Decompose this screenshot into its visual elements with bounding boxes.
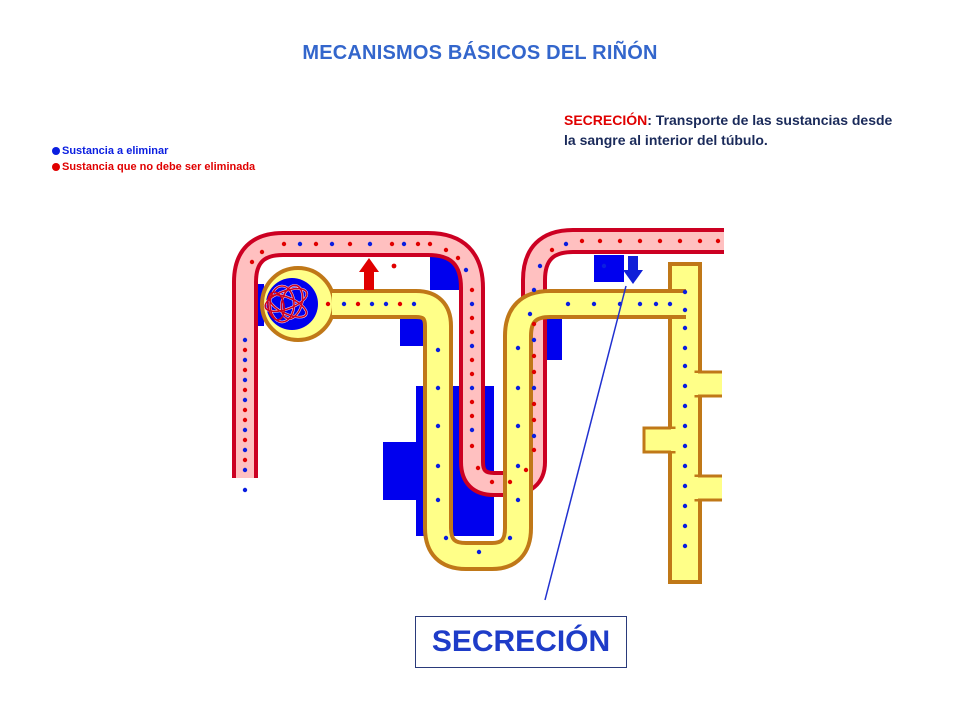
secretion-description: SECRECIÓN: Transporte de las sustancias … xyxy=(564,110,894,150)
blood-vessel xyxy=(232,228,724,497)
interstitial-particles xyxy=(391,263,607,269)
legend-label-eliminate: Sustancia a eliminar xyxy=(62,145,169,157)
legend-item-keep: Sustancia que no debe ser eliminada xyxy=(52,159,255,175)
legend: Sustancia a eliminar Sustancia que no de… xyxy=(52,143,255,175)
vessel-particles xyxy=(242,238,721,493)
blue-down-arrow-icon xyxy=(623,256,643,284)
page-title: MECANISMOS BÁSICOS DEL RIÑÓN xyxy=(302,42,658,64)
red-dot-icon xyxy=(52,163,60,171)
legend-item-eliminate: Sustancia a eliminar xyxy=(52,143,255,159)
legend-label-keep: Sustancia que no debe ser eliminada xyxy=(62,161,256,173)
pointer-line xyxy=(544,285,627,601)
secretion-label: SECRECIÓN xyxy=(431,625,611,658)
red-up-arrow-icon xyxy=(359,258,379,290)
secretion-label-box: SECRECIÓN xyxy=(415,616,627,668)
tubule-particles xyxy=(325,289,688,555)
glomerulus xyxy=(260,266,336,342)
description-text: : Transporte de las sustancias desde la … xyxy=(564,112,893,148)
renal-tubule xyxy=(332,289,696,571)
description-term: SECRECIÓN xyxy=(564,112,648,128)
blue-dot-icon xyxy=(52,147,60,155)
